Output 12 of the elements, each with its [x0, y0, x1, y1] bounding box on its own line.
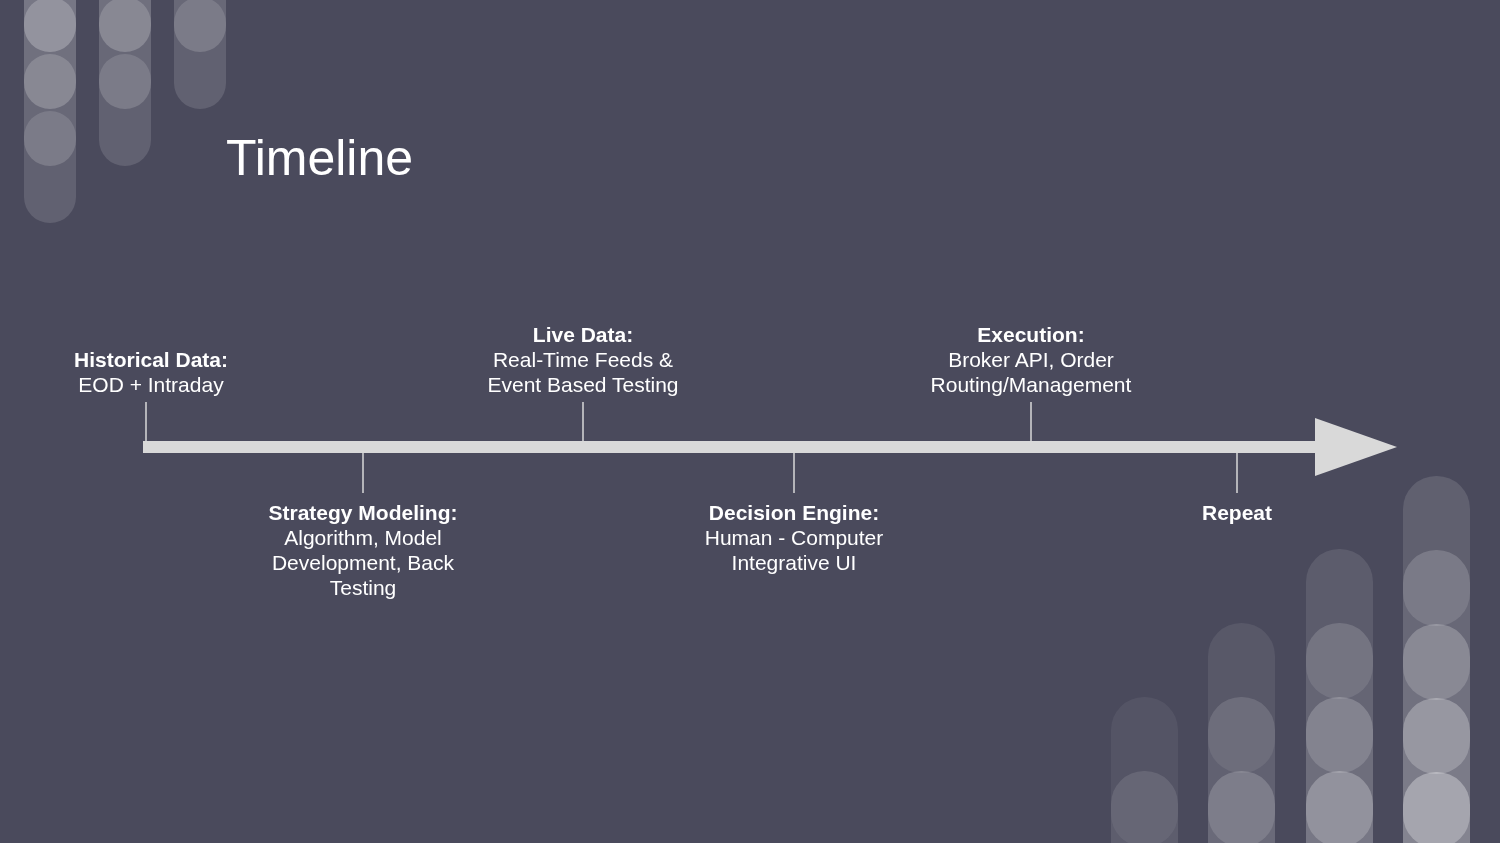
title: Timeline [226, 129, 414, 188]
item-heading: Execution: [976, 322, 1086, 347]
item-description: Broker API, Order Routing/Management [929, 347, 1133, 397]
item-description: Real-Time Feeds & Event Based Testing [486, 347, 680, 397]
item-description: Algorithm, Model Development, Back Testing [270, 525, 456, 600]
item-heading: Repeat [1201, 500, 1273, 525]
item-heading: Live Data: [531, 322, 635, 347]
item-heading: Decision Engine: [707, 500, 881, 525]
item-heading: Strategy Modeling: [267, 500, 459, 525]
item-description: Human - Computer Integrative UI [703, 525, 885, 575]
item-description: EOD + Intraday [77, 372, 225, 397]
item-heading: Historical Data: [72, 347, 229, 372]
